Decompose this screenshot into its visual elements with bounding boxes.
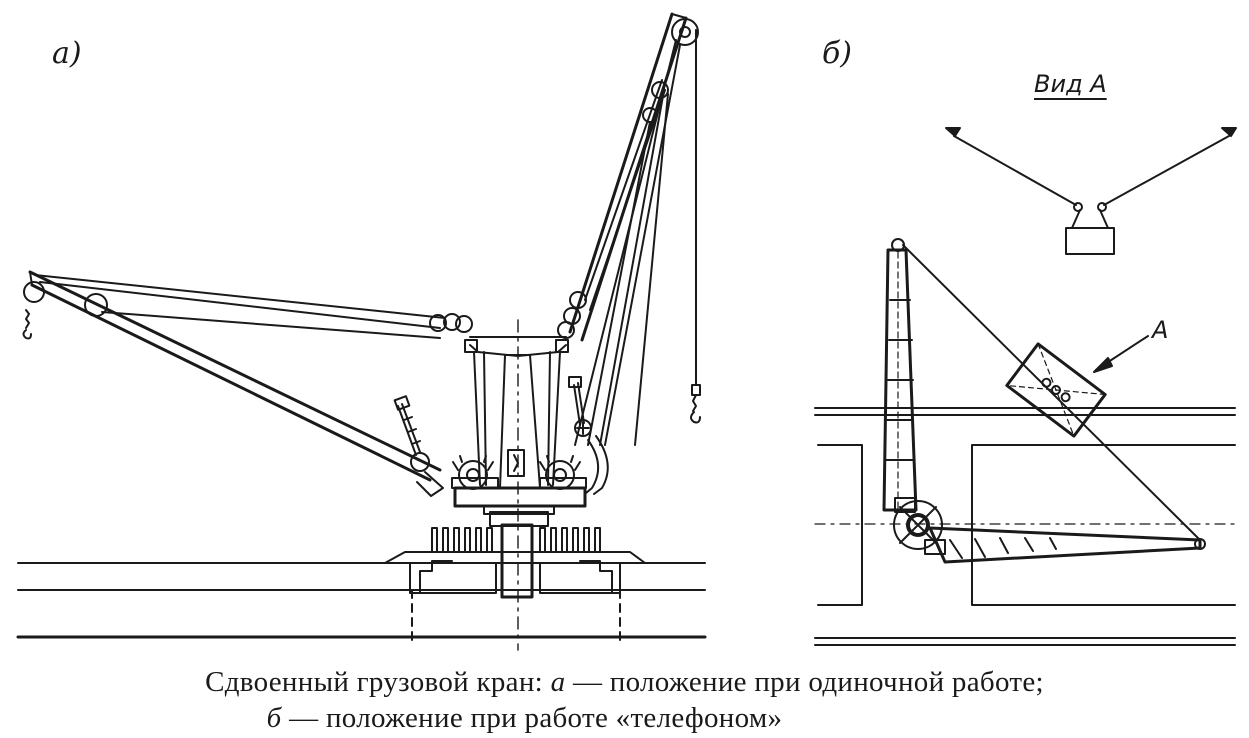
right-boom: [557, 12, 701, 495]
right-winch: [539, 455, 587, 490]
caption-prefix: Сдвоенный грузовой кран:: [205, 666, 551, 698]
crane-drawing: [16, 12, 1237, 651]
plan-vertical-boom: [882, 238, 918, 512]
view-a-detail: [945, 127, 1237, 255]
left-winch: [451, 455, 499, 490]
caption-letter-a: а: [550, 666, 566, 698]
plan-cargo-runner: [902, 244, 1201, 541]
deck-plan: [814, 407, 1236, 646]
plan-slewing-gear: [893, 497, 946, 555]
panel-a-label: а): [52, 36, 82, 71]
plan-horizontal-boom: [928, 526, 1206, 564]
figure-caption: Сдвоенный грузовой кран: а — положение п…: [0, 664, 1249, 736]
caption-text-a: — положение при одиночной работе;: [565, 666, 1044, 698]
panel-b-label: б): [822, 36, 853, 71]
arrow-a-label: А: [1152, 316, 1169, 344]
left-boom: [22, 270, 473, 497]
view-a-label: Вид А: [1034, 70, 1107, 98]
caption-line-2: б — положение при работе «телефоном»: [0, 700, 1249, 736]
panel-a-drawing: [16, 12, 707, 651]
caption-letter-b: б: [266, 702, 282, 734]
crane-figure: а) б) Вид А А: [16, 12, 1237, 651]
caption-text-b: — положение при работе «телефоном»: [281, 702, 783, 734]
deck-lines: [16, 319, 707, 651]
panel-b-drawing: [814, 127, 1237, 646]
caption-line-1: Сдвоенный грузовой кран: а — положение п…: [0, 664, 1249, 700]
